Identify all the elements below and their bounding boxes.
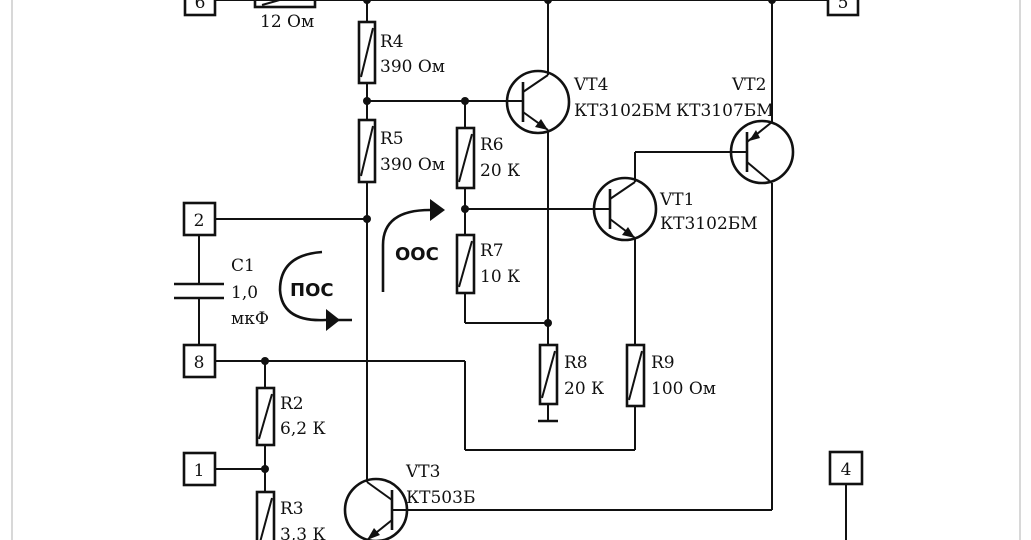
resistor-r6: R6 20 К xyxy=(455,126,520,190)
resistor-r3: R3 3,3 К xyxy=(255,490,326,540)
wires xyxy=(198,0,847,540)
svg-text:мкФ: мкФ xyxy=(231,309,269,329)
resistor-r7: R7 10 К xyxy=(455,233,520,295)
resistor-top-value: 12 Ом xyxy=(260,12,314,32)
svg-text:6,2 К: 6,2 К xyxy=(280,419,326,439)
svg-text:VT4: VT4 xyxy=(573,75,608,95)
svg-text:КТ503Б: КТ503Б xyxy=(406,488,475,508)
pin-5: 5 xyxy=(826,0,860,17)
pin-4: 4 xyxy=(828,450,864,486)
transistor-vt2: VT2 КТ3107БМ xyxy=(676,75,795,185)
svg-text:VT1: VT1 xyxy=(659,190,694,210)
svg-text:VT2: VT2 xyxy=(731,75,766,95)
svg-text:3,3 К: 3,3 К xyxy=(280,525,326,540)
svg-text:5: 5 xyxy=(838,0,849,13)
svg-text:6: 6 xyxy=(195,0,206,13)
svg-text:КТ3107БМ: КТ3107БМ xyxy=(676,101,774,121)
svg-text:20 К: 20 К xyxy=(480,161,520,181)
pin-2: 2 xyxy=(182,201,217,237)
svg-text:C1: C1 xyxy=(231,256,255,276)
svg-text:КТ3102БМ: КТ3102БМ xyxy=(660,214,758,234)
transistor-vt4: VT4 КТ3102БМ xyxy=(505,69,672,135)
negative-feedback-arrow: ООС xyxy=(381,199,445,292)
svg-text:R4: R4 xyxy=(380,32,404,52)
svg-text:ПОС: ПОС xyxy=(290,280,334,301)
svg-text:VT3: VT3 xyxy=(405,462,440,482)
capacitor-c1: C1 1,0 мкФ xyxy=(174,256,269,329)
pin-8: 8 xyxy=(182,343,217,379)
resistor-r8: R8 20 К xyxy=(538,343,604,406)
svg-text:10 К: 10 К xyxy=(480,267,520,287)
svg-text:390 Ом: 390 Ом xyxy=(380,57,445,77)
svg-text:1: 1 xyxy=(194,461,205,481)
transistor-vt1: VT1 КТ3102БМ xyxy=(592,176,758,242)
svg-text:R9: R9 xyxy=(651,353,675,373)
junction-dots xyxy=(261,0,776,473)
svg-text:R7: R7 xyxy=(480,241,504,261)
positive-feedback-arrow: ПОС xyxy=(278,250,352,331)
svg-text:20 К: 20 К xyxy=(564,379,604,399)
svg-text:R3: R3 xyxy=(280,499,304,519)
svg-text:R2: R2 xyxy=(280,394,304,414)
svg-text:2: 2 xyxy=(194,211,205,231)
svg-text:8: 8 xyxy=(194,353,205,373)
svg-text:4: 4 xyxy=(841,460,852,480)
resistor-r9: R9 100 Ом xyxy=(625,343,716,408)
transistor-vt3: VT3 КТ503Б xyxy=(343,462,475,540)
svg-text:100 Ом: 100 Ом xyxy=(651,379,716,399)
svg-text:R6: R6 xyxy=(480,135,504,155)
svg-text:R5: R5 xyxy=(380,129,404,149)
svg-text:390 Ом: 390 Ом xyxy=(380,155,445,175)
svg-text:ООС: ООС xyxy=(395,244,439,265)
resistor-top: 12 Ом xyxy=(253,0,317,32)
pin-6: 6 xyxy=(183,0,217,17)
resistor-r2: R2 6,2 К xyxy=(255,386,326,447)
svg-text:КТ3102БМ: КТ3102БМ xyxy=(574,101,672,121)
resistor-r4: R4 390 Ом xyxy=(357,20,445,85)
pin-1: 1 xyxy=(182,451,217,487)
svg-text:1,0: 1,0 xyxy=(231,283,258,303)
svg-text:R8: R8 xyxy=(564,353,588,373)
resistor-r5: R5 390 Ом xyxy=(357,118,445,184)
